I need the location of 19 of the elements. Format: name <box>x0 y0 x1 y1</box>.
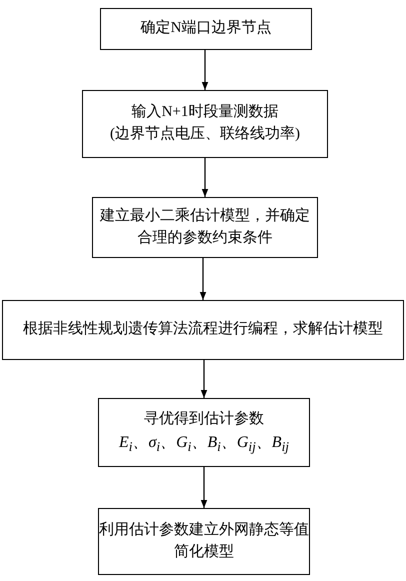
arrow <box>200 360 208 398</box>
process-box <box>98 398 310 467</box>
arrow <box>200 258 206 300</box>
step-text: 利用估计参数建立外网静态等值简化模型 <box>99 520 309 562</box>
arrow <box>202 158 208 197</box>
process-box <box>2 300 404 360</box>
step-text: 寻优得到估计参数 <box>144 410 264 429</box>
process-box <box>100 8 312 50</box>
step-text: (边界节点电压、联络线功率) <box>110 124 300 144</box>
step-text: 建立最小二乘估计模型，并确定合理的参数约束条件 <box>98 206 311 248</box>
parameter-formula: E$_{i}$、σ$_{i}$、G$_{i}$、B$_{i}$、G$_{ij}$、B$_{ij}$ <box>119 432 289 456</box>
step-text: 确定N端口边界节点 <box>140 18 272 38</box>
process-box <box>82 90 328 158</box>
process-box <box>98 508 310 575</box>
arrow <box>200 467 208 508</box>
step-text: 根据非线性规划遗传算法流程进行编程，求解估计模型 <box>23 319 383 340</box>
arrow <box>202 50 208 90</box>
step-text: 输入N+1时段量测数据 <box>132 102 278 122</box>
process-box <box>92 197 318 258</box>
